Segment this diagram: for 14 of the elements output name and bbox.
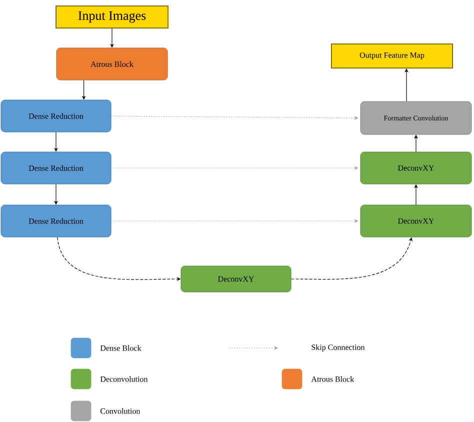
legend-label: Dense Block: [100, 345, 142, 351]
io-box: Output Feature Map: [331, 44, 453, 68]
legend-label: Atrous Block: [311, 376, 354, 382]
legend-label: Convolution: [100, 408, 140, 414]
legend-label: Skip Connection: [312, 344, 365, 352]
process-box: Dense Reduction: [0, 204, 112, 238]
process-box: DeconvXY: [180, 266, 292, 292]
process-box: Dense Reduction: [0, 100, 112, 132]
legend-label: Deconvolution: [100, 376, 148, 382]
process-box: DeconvXY: [360, 152, 472, 184]
io-box: Input Images: [56, 6, 168, 28]
process-box: Atrous Block: [56, 48, 168, 80]
process-box: DeconvXY: [360, 204, 472, 238]
process-box: Dense Reduction: [0, 152, 112, 184]
